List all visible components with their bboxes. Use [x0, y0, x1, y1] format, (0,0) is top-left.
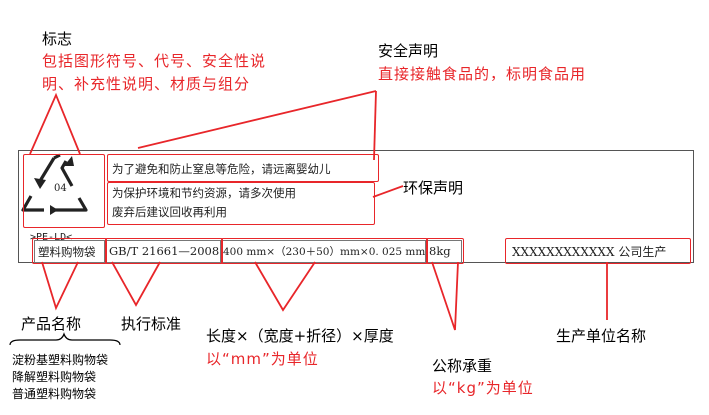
env-statement-line2: 废弃后建议回收再利用 [112, 205, 227, 219]
safety-callout-title: 安全声明 [378, 42, 439, 60]
dimensions-highlight [221, 238, 428, 264]
dimensions-text: 400 mm×（230＋50）mm×0. 025 mm [223, 246, 426, 258]
load-cell [425, 240, 462, 263]
env-highlight [107, 182, 375, 225]
standard-text: GB/T 21661—2008 [109, 244, 220, 258]
product-example-2: 降解塑料购物袋 [12, 370, 97, 384]
dimensions-callout-title: 长度×（宽度+折径）×厚度 [206, 327, 394, 345]
safety-callout-desc: 直接接触食品的，标明食品用 [378, 65, 587, 83]
manufacturer-highlight [505, 238, 691, 264]
recycle-code: 04 [54, 183, 67, 194]
mark-callout-desc-line1: 包括图形符号、代号、安全性说 [42, 52, 267, 70]
mark-highlight [23, 154, 105, 228]
product-name-text: 塑料购物袋 [38, 245, 96, 259]
mark-callout-title: 标志 [42, 30, 73, 48]
env-callout-title: 环保声明 [403, 179, 464, 197]
load-text: 8kg [429, 244, 451, 258]
load-callout-unit: 以“kg”为单位 [432, 379, 534, 397]
env-statement-line1: 为保护环境和节约资源，请多次使用 [112, 186, 296, 200]
safety-statement: 为了避免和防止窒息等危险，请远离婴幼儿 [112, 162, 331, 176]
load-highlight [426, 238, 464, 264]
dimensions-callout-unit: 以“mm”为单位 [206, 350, 319, 368]
mark-callout-desc-line2: 明、补充性说明、材质与组分 [42, 75, 251, 93]
standard-callout-title: 执行标准 [121, 315, 182, 333]
product-name-callout-title: 产品名称 [21, 315, 82, 333]
product-example-1: 淀粉基塑料购物袋 [12, 353, 109, 367]
safety-highlight [107, 154, 379, 182]
material-code: >PE-LD< [30, 232, 73, 243]
product-example-3: 普通塑料购物袋 [12, 387, 97, 401]
standard-highlight [105, 238, 223, 264]
manufacturer-callout-title: 生产单位名称 [556, 327, 647, 345]
load-callout-title: 公称承重 [432, 357, 493, 375]
product-name-highlight [32, 238, 107, 264]
manufacturer-text: XXXXXXXXXXXX 公司生产 [512, 245, 667, 259]
